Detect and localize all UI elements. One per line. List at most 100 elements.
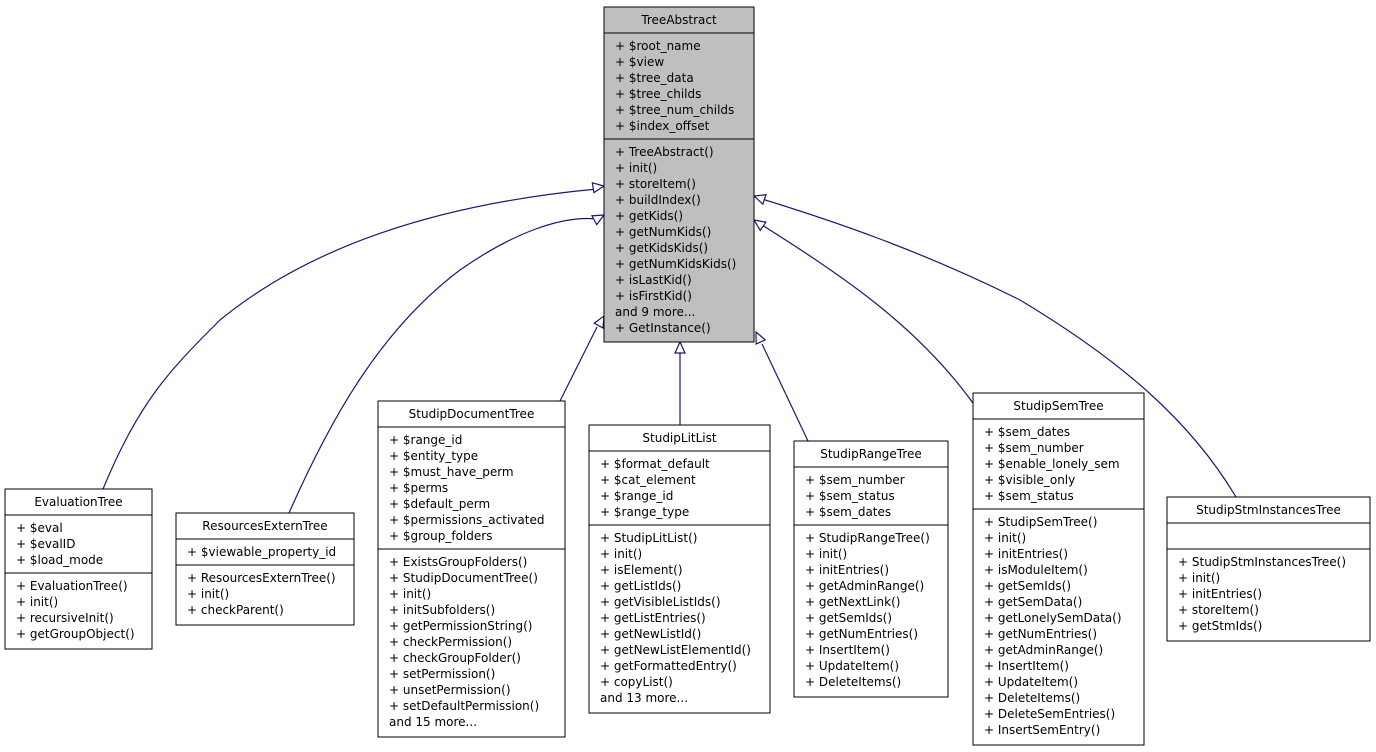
- attribute: + $tree_childs: [615, 87, 701, 101]
- attribute: + $group_folders: [389, 529, 492, 543]
- class-box-resources-extern-tree: ResourcesExternTree+ $viewable_property_…: [175, 512, 355, 626]
- class-box-frame: [1166, 496, 1371, 642]
- method: + getSemIds(): [805, 611, 892, 625]
- method: + TreeAbstract(): [615, 145, 714, 159]
- arrowhead-studip-range-tree: [755, 330, 767, 346]
- method: + InsertSemEntry(): [984, 723, 1100, 737]
- inheritance-edge-evaluation-tree: [102, 188, 598, 490]
- method: + checkGroupFolder(): [389, 651, 521, 665]
- attribute: + $cat_element: [600, 473, 696, 487]
- method: + InsertItem(): [805, 643, 890, 657]
- method: + init(): [1178, 571, 1220, 585]
- method: + InsertItem(): [984, 659, 1069, 673]
- inheritance-edges: [102, 181, 1237, 514]
- arrowhead-evaluation-tree: [591, 181, 606, 194]
- method: + getAdminRange(): [984, 643, 1103, 657]
- class-boxes: TreeAbstract+ $root_name+ $view+ $tree_d…: [4, 6, 1371, 746]
- method: + initEntries(): [984, 547, 1068, 561]
- class-box-frame: [793, 440, 949, 698]
- method: + getKidsKids(): [615, 241, 708, 255]
- method: + getNewListElementId(): [600, 643, 751, 657]
- class-box-studip-sem-tree: StudipSemTree + $sem_dates + $sem_number + …: [972, 392, 1145, 746]
- attribute: + $must_have_perm: [389, 465, 514, 479]
- method: + isLastKid(): [615, 273, 692, 287]
- attribute: + $range_type: [600, 505, 689, 519]
- method: + StudipStmInstancesTree(): [1178, 555, 1346, 569]
- attribute: + $sem_dates: [984, 425, 1070, 439]
- method: + isModuleItem(): [984, 563, 1088, 577]
- class-box-tree-abstract: TreeAbstract+ $root_name+ $view+ $tree_d…: [603, 6, 755, 343]
- attribute: + $root_name: [615, 39, 701, 53]
- attribute: + $enable_lonely_sem: [984, 457, 1120, 471]
- attribute: + $load_mode: [16, 553, 103, 567]
- attribute: + $format_default: [600, 457, 710, 471]
- arrowhead-studip-stm-instances-tree: [752, 194, 767, 206]
- method: + unsetPermission(): [389, 683, 511, 697]
- method: + buildIndex(): [615, 193, 701, 207]
- method: + isElement(): [600, 563, 683, 577]
- method: + storeItem(): [615, 177, 696, 191]
- attribute: + $tree_data: [615, 71, 694, 85]
- method: + getNumEntries(): [984, 627, 1097, 641]
- attribute: + $range_id: [389, 433, 462, 447]
- arrowhead-studip-sem-tree: [752, 219, 767, 232]
- attribute: + $evalID: [16, 537, 75, 551]
- method: + DeleteItems(): [984, 691, 1080, 705]
- method: + getFormattedEntry(): [600, 659, 737, 673]
- class-box-studip-stm-instances-tree: StudipStmInstancesTree + StudipStmInstanc…: [1166, 496, 1371, 642]
- method: + getNumKidsKids(): [615, 257, 736, 271]
- method: + StudipDocumentTree(): [389, 571, 538, 585]
- method: and 13 more...: [600, 691, 688, 705]
- method: + getSemData(): [984, 595, 1082, 609]
- method: + StudipSemTree(): [984, 515, 1097, 529]
- method: + getSemIds(): [984, 579, 1071, 593]
- method: + initSubfolders(): [389, 603, 495, 617]
- class-box-frame: [588, 424, 771, 714]
- class-box-frame: [4, 488, 153, 650]
- method: + isFirstKid(): [615, 289, 692, 303]
- method: + StudipLitList(): [600, 531, 697, 545]
- attribute: + $perms: [389, 481, 448, 495]
- class-name: StudipLitList: [642, 431, 716, 445]
- attribute: + $default_perm: [389, 497, 490, 511]
- class-box-studip-document-tree: StudipDocumentTree+ $range_id+ $entity_t…: [377, 400, 566, 738]
- method: + init(): [615, 161, 657, 175]
- method: + UpdateItem(): [805, 659, 899, 673]
- method: + setDefaultPermission(): [389, 699, 539, 713]
- attribute: + $visible_only: [984, 473, 1075, 487]
- method: + EvaluationTree(): [16, 579, 128, 593]
- attribute: + $range_id: [600, 489, 673, 503]
- method: + getPermissionString(): [389, 619, 532, 633]
- method: + ExistsGroupFolders(): [389, 555, 527, 569]
- method: + initEntries(): [1178, 587, 1262, 601]
- attribute: + $entity_type: [389, 449, 478, 463]
- method: + getStmIds(): [1178, 619, 1262, 633]
- attribute: + $sem_number: [984, 441, 1084, 455]
- method: + copyList(): [600, 675, 673, 689]
- attribute: + $viewable_property_id: [187, 545, 336, 559]
- inheritance-edge-studip-stm-instances-tree: [761, 198, 1237, 498]
- method: + UpdateItem(): [984, 675, 1078, 689]
- method: + DeleteItems(): [805, 675, 901, 689]
- method: + storeItem(): [1178, 603, 1259, 617]
- method: + ResourcesExternTree(): [187, 571, 336, 585]
- method: + checkPermission(): [389, 635, 512, 649]
- method: + GetInstance(): [615, 321, 711, 335]
- inheritance-edge-studip-range-tree: [761, 343, 809, 442]
- arrowhead-studip-lit-list: [674, 340, 686, 354]
- method: and 15 more...: [389, 715, 477, 729]
- method: + getNextLink(): [805, 595, 900, 609]
- method: + setPermission(): [389, 667, 495, 681]
- class-box-evaluation-tree: EvaluationTree+ $eval+ $evalID+ $load_mo…: [4, 488, 153, 650]
- attribute: + $sem_status: [805, 489, 895, 503]
- class-name: StudipStmInstancesTree: [1196, 503, 1341, 517]
- method: + init(): [600, 547, 642, 561]
- class-box-frame: [972, 392, 1145, 746]
- class-name: StudipRangeTree: [820, 447, 922, 461]
- method: + getListEntries(): [600, 611, 706, 625]
- arrowhead-resources-extern-tree: [590, 214, 606, 226]
- method: + init(): [389, 587, 431, 601]
- method: + getLonelySemData(): [984, 611, 1122, 625]
- class-name: StudipSemTree: [1013, 399, 1103, 413]
